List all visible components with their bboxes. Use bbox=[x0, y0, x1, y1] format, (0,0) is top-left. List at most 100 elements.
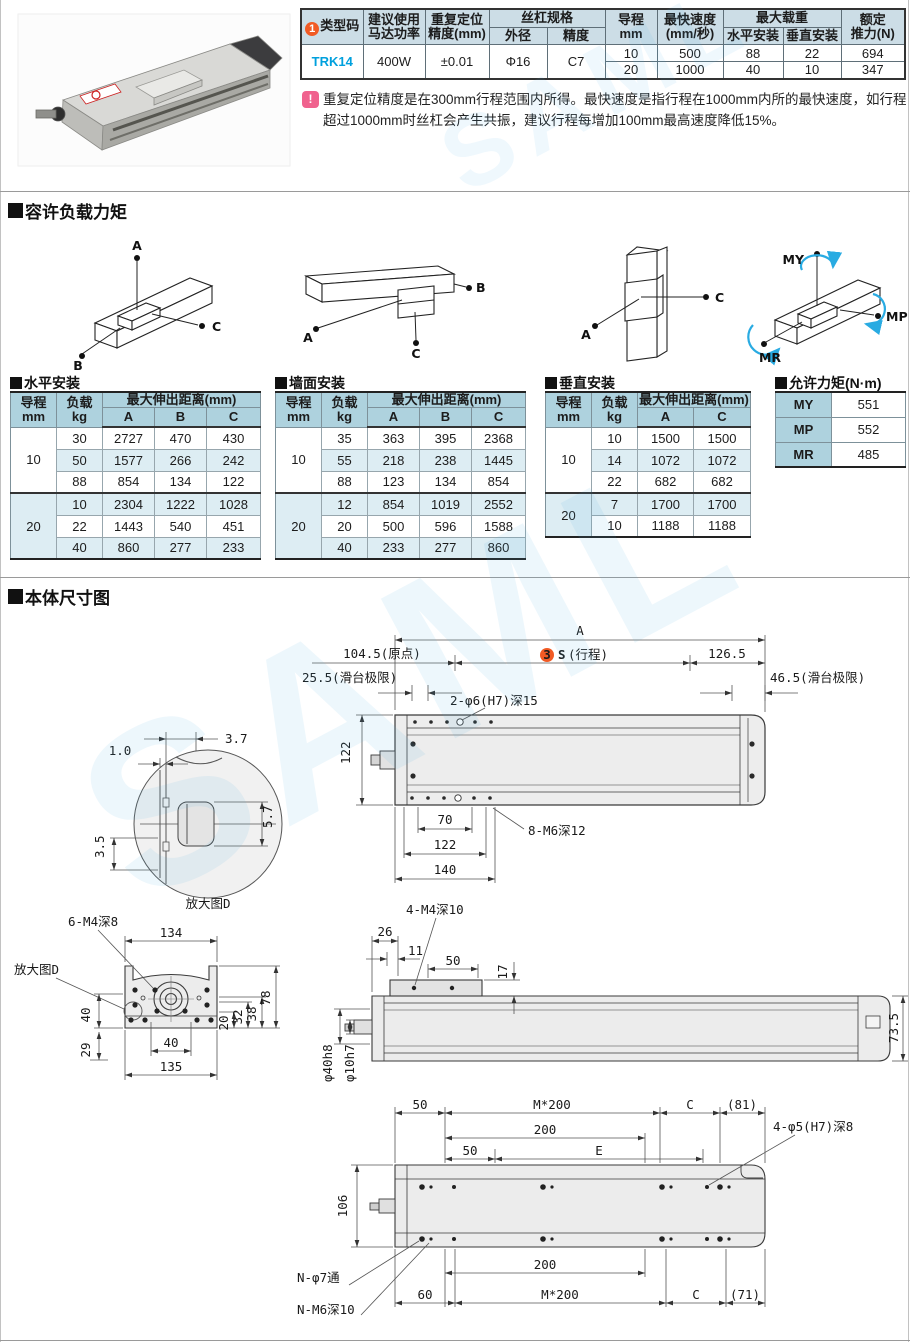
cell: 485 bbox=[831, 441, 906, 468]
header-cell: A bbox=[637, 406, 694, 429]
header-label: 导程 bbox=[618, 11, 645, 27]
dim-label-40-left: 40 bbox=[78, 1007, 93, 1022]
dim-label-5-7: 5.7 bbox=[260, 805, 275, 828]
axis-lines bbox=[81, 261, 199, 355]
header-label: 马达功率 bbox=[367, 26, 420, 42]
page-border-left bbox=[0, 0, 1, 1342]
title-text: 水平安装 bbox=[24, 375, 80, 391]
dim-label-106: 106 bbox=[335, 1195, 350, 1218]
page-border-bottom bbox=[0, 1340, 910, 1341]
drawing-cross-section: 6-M4深8 放大图D 134 40 29 40 135 20 32 38 78 bbox=[14, 914, 280, 1080]
header-label: 精度(mm) bbox=[428, 26, 486, 42]
dim-label-bottom-holes: 8-M6深12 bbox=[528, 823, 586, 838]
cell: 123 bbox=[367, 470, 420, 494]
square-marker bbox=[275, 377, 287, 389]
square-marker bbox=[10, 377, 22, 389]
dim-label-134: 134 bbox=[160, 925, 183, 940]
cell: 242 bbox=[205, 448, 262, 472]
prism bbox=[624, 246, 669, 362]
dim-label-200-bottom: 200 bbox=[534, 1257, 557, 1272]
cell: 2368 bbox=[470, 426, 527, 450]
cell: 40 bbox=[722, 61, 784, 80]
header-label: kg bbox=[606, 408, 623, 424]
dim-label-11: 11 bbox=[408, 943, 423, 958]
circled-1-badge: 1 bbox=[305, 21, 320, 36]
axis-lines bbox=[765, 257, 875, 343]
cell: 88 bbox=[722, 44, 784, 63]
header-cell-load-v: 垂直安装 bbox=[782, 26, 842, 46]
dim-label-17: 17 bbox=[495, 964, 510, 979]
axis-dots bbox=[79, 255, 205, 359]
dim-label-c-top: C bbox=[686, 1097, 694, 1112]
prism bbox=[773, 279, 882, 345]
cell: 55 bbox=[321, 448, 368, 472]
axis-label: B bbox=[73, 358, 83, 373]
cell: 35 bbox=[321, 426, 368, 450]
dim-label-70: 70 bbox=[437, 812, 452, 827]
axis-label: B bbox=[476, 280, 486, 295]
title-horizontal-mount: 水平安装 bbox=[10, 373, 80, 393]
table-row: A B C bbox=[11, 406, 262, 429]
cell: 266 bbox=[154, 448, 207, 472]
header-label: kg bbox=[336, 408, 353, 424]
axis-label: A bbox=[581, 327, 591, 342]
cell: 10 bbox=[604, 44, 658, 63]
diagram-moments: MY MP MR bbox=[747, 250, 908, 366]
header-label: 导程 bbox=[555, 395, 582, 411]
cell: 1072 bbox=[693, 448, 751, 472]
badge-number: 3 bbox=[543, 647, 551, 662]
dim-label-3-7: 3.7 bbox=[225, 731, 248, 746]
dim-label-6m4: 6-M4深8 bbox=[68, 914, 118, 929]
cell: 233 bbox=[205, 536, 262, 560]
cell: 50 bbox=[56, 448, 103, 472]
section-title-text: 本体尺寸图 bbox=[25, 589, 110, 608]
cell: 860 bbox=[470, 536, 527, 560]
axis-label: C bbox=[411, 346, 420, 361]
bottom-dimensions bbox=[348, 1107, 796, 1316]
plan-body bbox=[370, 714, 766, 806]
section-title-dimensions: 本体尺寸图 bbox=[8, 584, 110, 609]
cell: 14 bbox=[591, 448, 638, 472]
header-label: 类型码 bbox=[320, 17, 360, 33]
table-row: 20 1000 40 10 347 bbox=[301, 61, 906, 80]
detail-dimensions bbox=[110, 732, 268, 871]
title-text: 允许力矩(N·m) bbox=[789, 375, 882, 391]
cell: 860 bbox=[102, 536, 155, 560]
cell: 1588 bbox=[470, 514, 527, 538]
detail-caption: 放大图D bbox=[185, 896, 230, 911]
header-cell-load-h: 水平安装 bbox=[722, 26, 784, 46]
cell: 10 bbox=[275, 426, 322, 494]
cell: 430 bbox=[205, 426, 262, 450]
cell: 540 bbox=[154, 514, 207, 538]
header-label: mm bbox=[21, 408, 46, 424]
cell: 12 bbox=[321, 492, 368, 516]
drawing-detail-d: 3.7 1.0 5.7 3.5 放大图D bbox=[92, 731, 283, 911]
model-code: TRK14 bbox=[300, 44, 364, 80]
cell: 20 bbox=[604, 61, 658, 80]
header-label: mm bbox=[619, 26, 643, 42]
cell: 238 bbox=[419, 448, 472, 472]
drawing-plan-view: 3 S (行程) A 104.5(原点) 126.5 25.5(滑台极限) 46… bbox=[302, 623, 865, 883]
cell: 500 bbox=[656, 44, 724, 63]
axis-dots bbox=[592, 294, 709, 329]
cell: 1072 bbox=[637, 448, 694, 472]
dim-label-78: 78 bbox=[258, 990, 273, 1005]
dim-label-n-phi7: N-φ7通 bbox=[297, 1270, 340, 1285]
